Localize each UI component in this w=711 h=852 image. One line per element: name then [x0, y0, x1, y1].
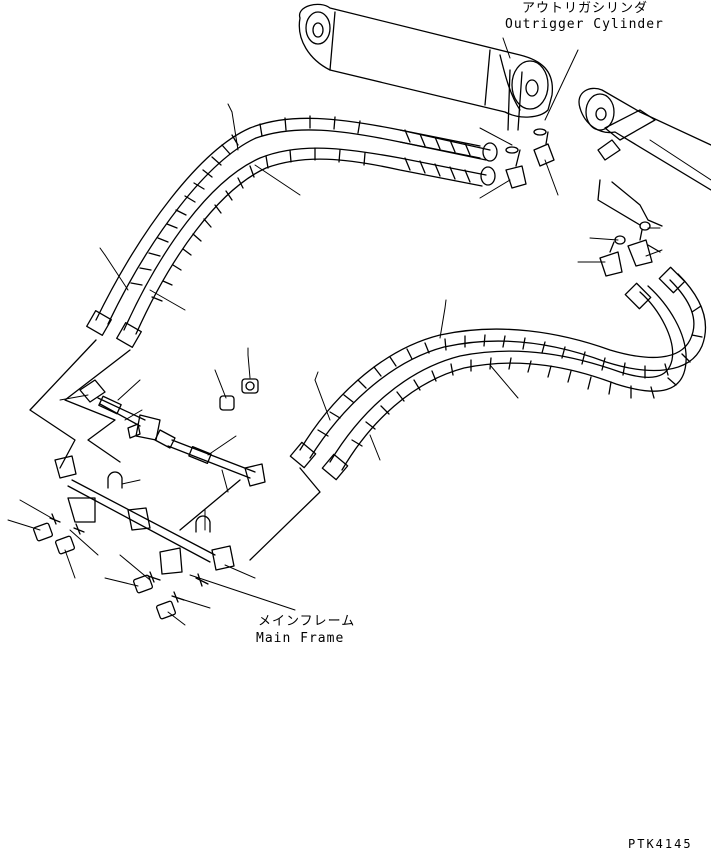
pipe-assembly-upper	[80, 380, 160, 440]
loose-parts	[33, 379, 258, 619]
hose-end-fitting	[481, 167, 495, 185]
nut	[33, 523, 53, 542]
nut	[156, 601, 176, 620]
elbow-fitting	[600, 252, 622, 276]
elbow-fitting	[212, 546, 234, 570]
pointer-ends	[100, 104, 446, 380]
hose-right-inner	[322, 283, 686, 479]
bolt	[172, 592, 184, 602]
u-bolt	[196, 516, 210, 532]
outrigger-cylinder-label-jp: アウトリガシリンダ	[522, 1, 649, 16]
hose-end-fitting	[625, 283, 650, 308]
elbow-fittings-cylinder	[506, 132, 652, 276]
leader-lines	[8, 38, 711, 625]
adapter	[220, 396, 234, 410]
clamp	[99, 396, 121, 414]
elbow-fitting	[506, 166, 526, 188]
hose-end-fitting	[117, 323, 142, 348]
hose-end-fitting	[290, 442, 315, 467]
hose-end-fitting	[483, 143, 497, 161]
nut	[242, 379, 258, 393]
bracket-outline	[30, 340, 320, 560]
o-ring	[534, 129, 546, 135]
bolt	[196, 574, 208, 586]
hose-left-inner	[117, 148, 495, 347]
bolt	[148, 572, 160, 582]
drawing-code: PTK4145	[628, 837, 693, 851]
hose-end-fitting	[87, 311, 112, 336]
main-frame-label-jp: メインフレーム	[258, 614, 356, 629]
main-frame-label-en: Main Frame	[256, 631, 345, 646]
nut	[55, 536, 75, 555]
elbow-fitting	[245, 464, 265, 486]
o-ring	[640, 222, 650, 230]
hose-end-fitting	[322, 454, 347, 479]
elbow-fitting	[628, 240, 652, 266]
hose-end-fitting	[659, 267, 684, 292]
o-rings	[506, 129, 650, 244]
outrigger-cylinder-upper	[299, 4, 552, 130]
u-bolt	[108, 472, 122, 488]
outrigger-cylinder-label-en: Outrigger Cylinder	[505, 17, 664, 32]
outrigger-cylinder-lower	[579, 88, 711, 252]
bolt	[74, 524, 84, 534]
pipe-assembly-middle	[155, 430, 265, 486]
hose-right-outer	[290, 267, 705, 467]
elbow-fitting	[55, 456, 76, 478]
bolt	[50, 514, 60, 524]
nut	[133, 575, 153, 594]
tee-fitting	[128, 508, 150, 530]
clamp	[189, 447, 211, 464]
pipe-assembly-lower	[55, 456, 234, 574]
elbow-fitting	[534, 144, 554, 166]
hose-left-outer	[87, 116, 497, 335]
o-ring	[506, 147, 518, 153]
